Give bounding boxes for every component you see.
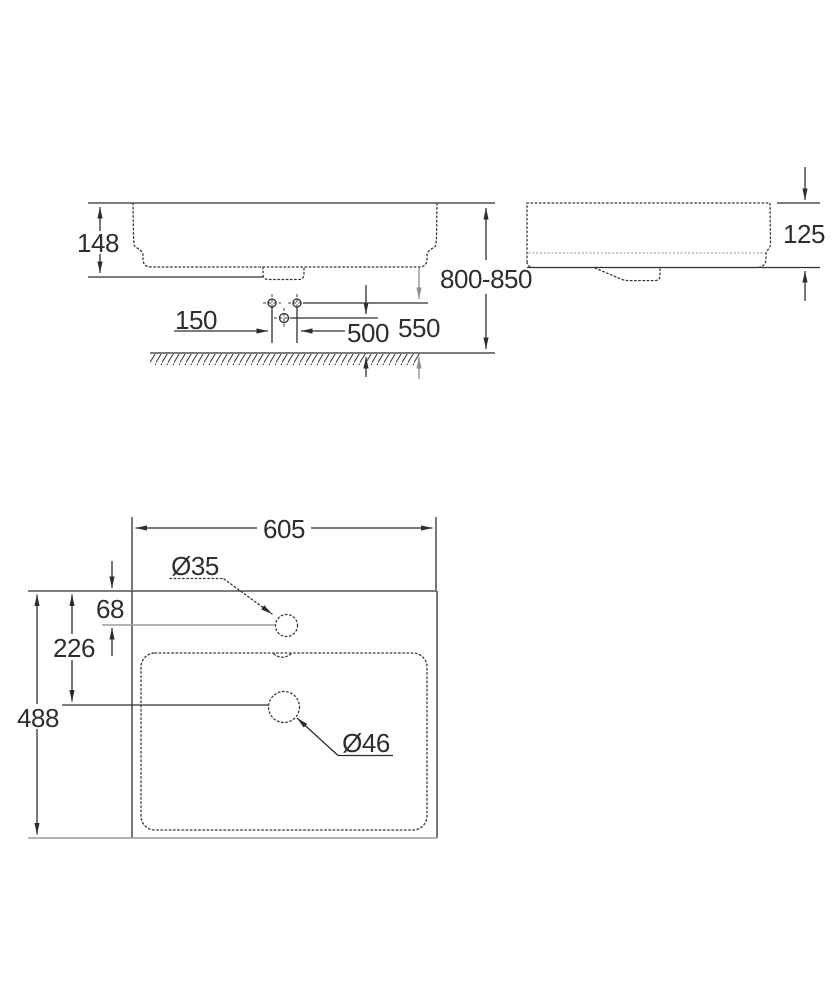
overall-depth-label: 488 — [17, 703, 59, 733]
drain-offset-label: 226 — [53, 633, 95, 663]
bolt-spacing-label: 150 — [175, 305, 217, 335]
callout-faucet-hole: Ø35 — [169, 551, 273, 615]
installation-height-label: 800-850 — [440, 264, 532, 294]
dimension-trap-height: 550 — [398, 268, 440, 379]
dimension-bolt-spacing: 150 — [174, 305, 345, 335]
dimension-overall-width: 605 — [131, 514, 437, 590]
drain-hole-diameter-label: Ø46 — [342, 728, 390, 758]
rim-height-label: 125 — [783, 219, 825, 249]
dimension-basin-height: 148 — [77, 207, 119, 273]
dimension-overall-depth: 488 — [17, 594, 59, 835]
plan-view: 605 68 226 488 Ø35 Ø — [17, 514, 438, 839]
front-view: 148 150 500 550 800-850 — [77, 202, 532, 379]
dimension-outlet-height: 500 — [347, 285, 389, 377]
side-view: 125 — [526, 167, 825, 301]
faucet-hole-diameter-label: Ø35 — [171, 551, 219, 581]
dimension-rim-height: 125 — [783, 167, 825, 301]
outlet-height-label: 500 — [347, 318, 389, 348]
faucet-hole — [274, 613, 299, 638]
trap-outline-front — [262, 266, 305, 281]
basin-outline-side — [526, 202, 772, 269]
trap-height-label: 550 — [398, 313, 440, 343]
overall-width-label: 605 — [263, 514, 305, 544]
dimension-drain-offset: 226 — [53, 594, 95, 702]
dimension-installation-height: 800-850 — [440, 208, 532, 349]
basin-height-label: 148 — [77, 228, 119, 258]
basin-outline-front — [132, 202, 438, 268]
drain-outlet-symbol — [274, 308, 294, 328]
overflow-notch — [273, 653, 292, 658]
faucet-offset-label: 68 — [96, 594, 124, 624]
trap-outline-side — [594, 267, 661, 282]
basin-outline-plan — [140, 652, 428, 831]
callout-drain-hole: Ø46 — [296, 717, 393, 758]
dimension-faucet-offset: 68 — [96, 561, 124, 656]
floor-hatching — [150, 354, 420, 365]
drain-hole — [267, 690, 301, 724]
